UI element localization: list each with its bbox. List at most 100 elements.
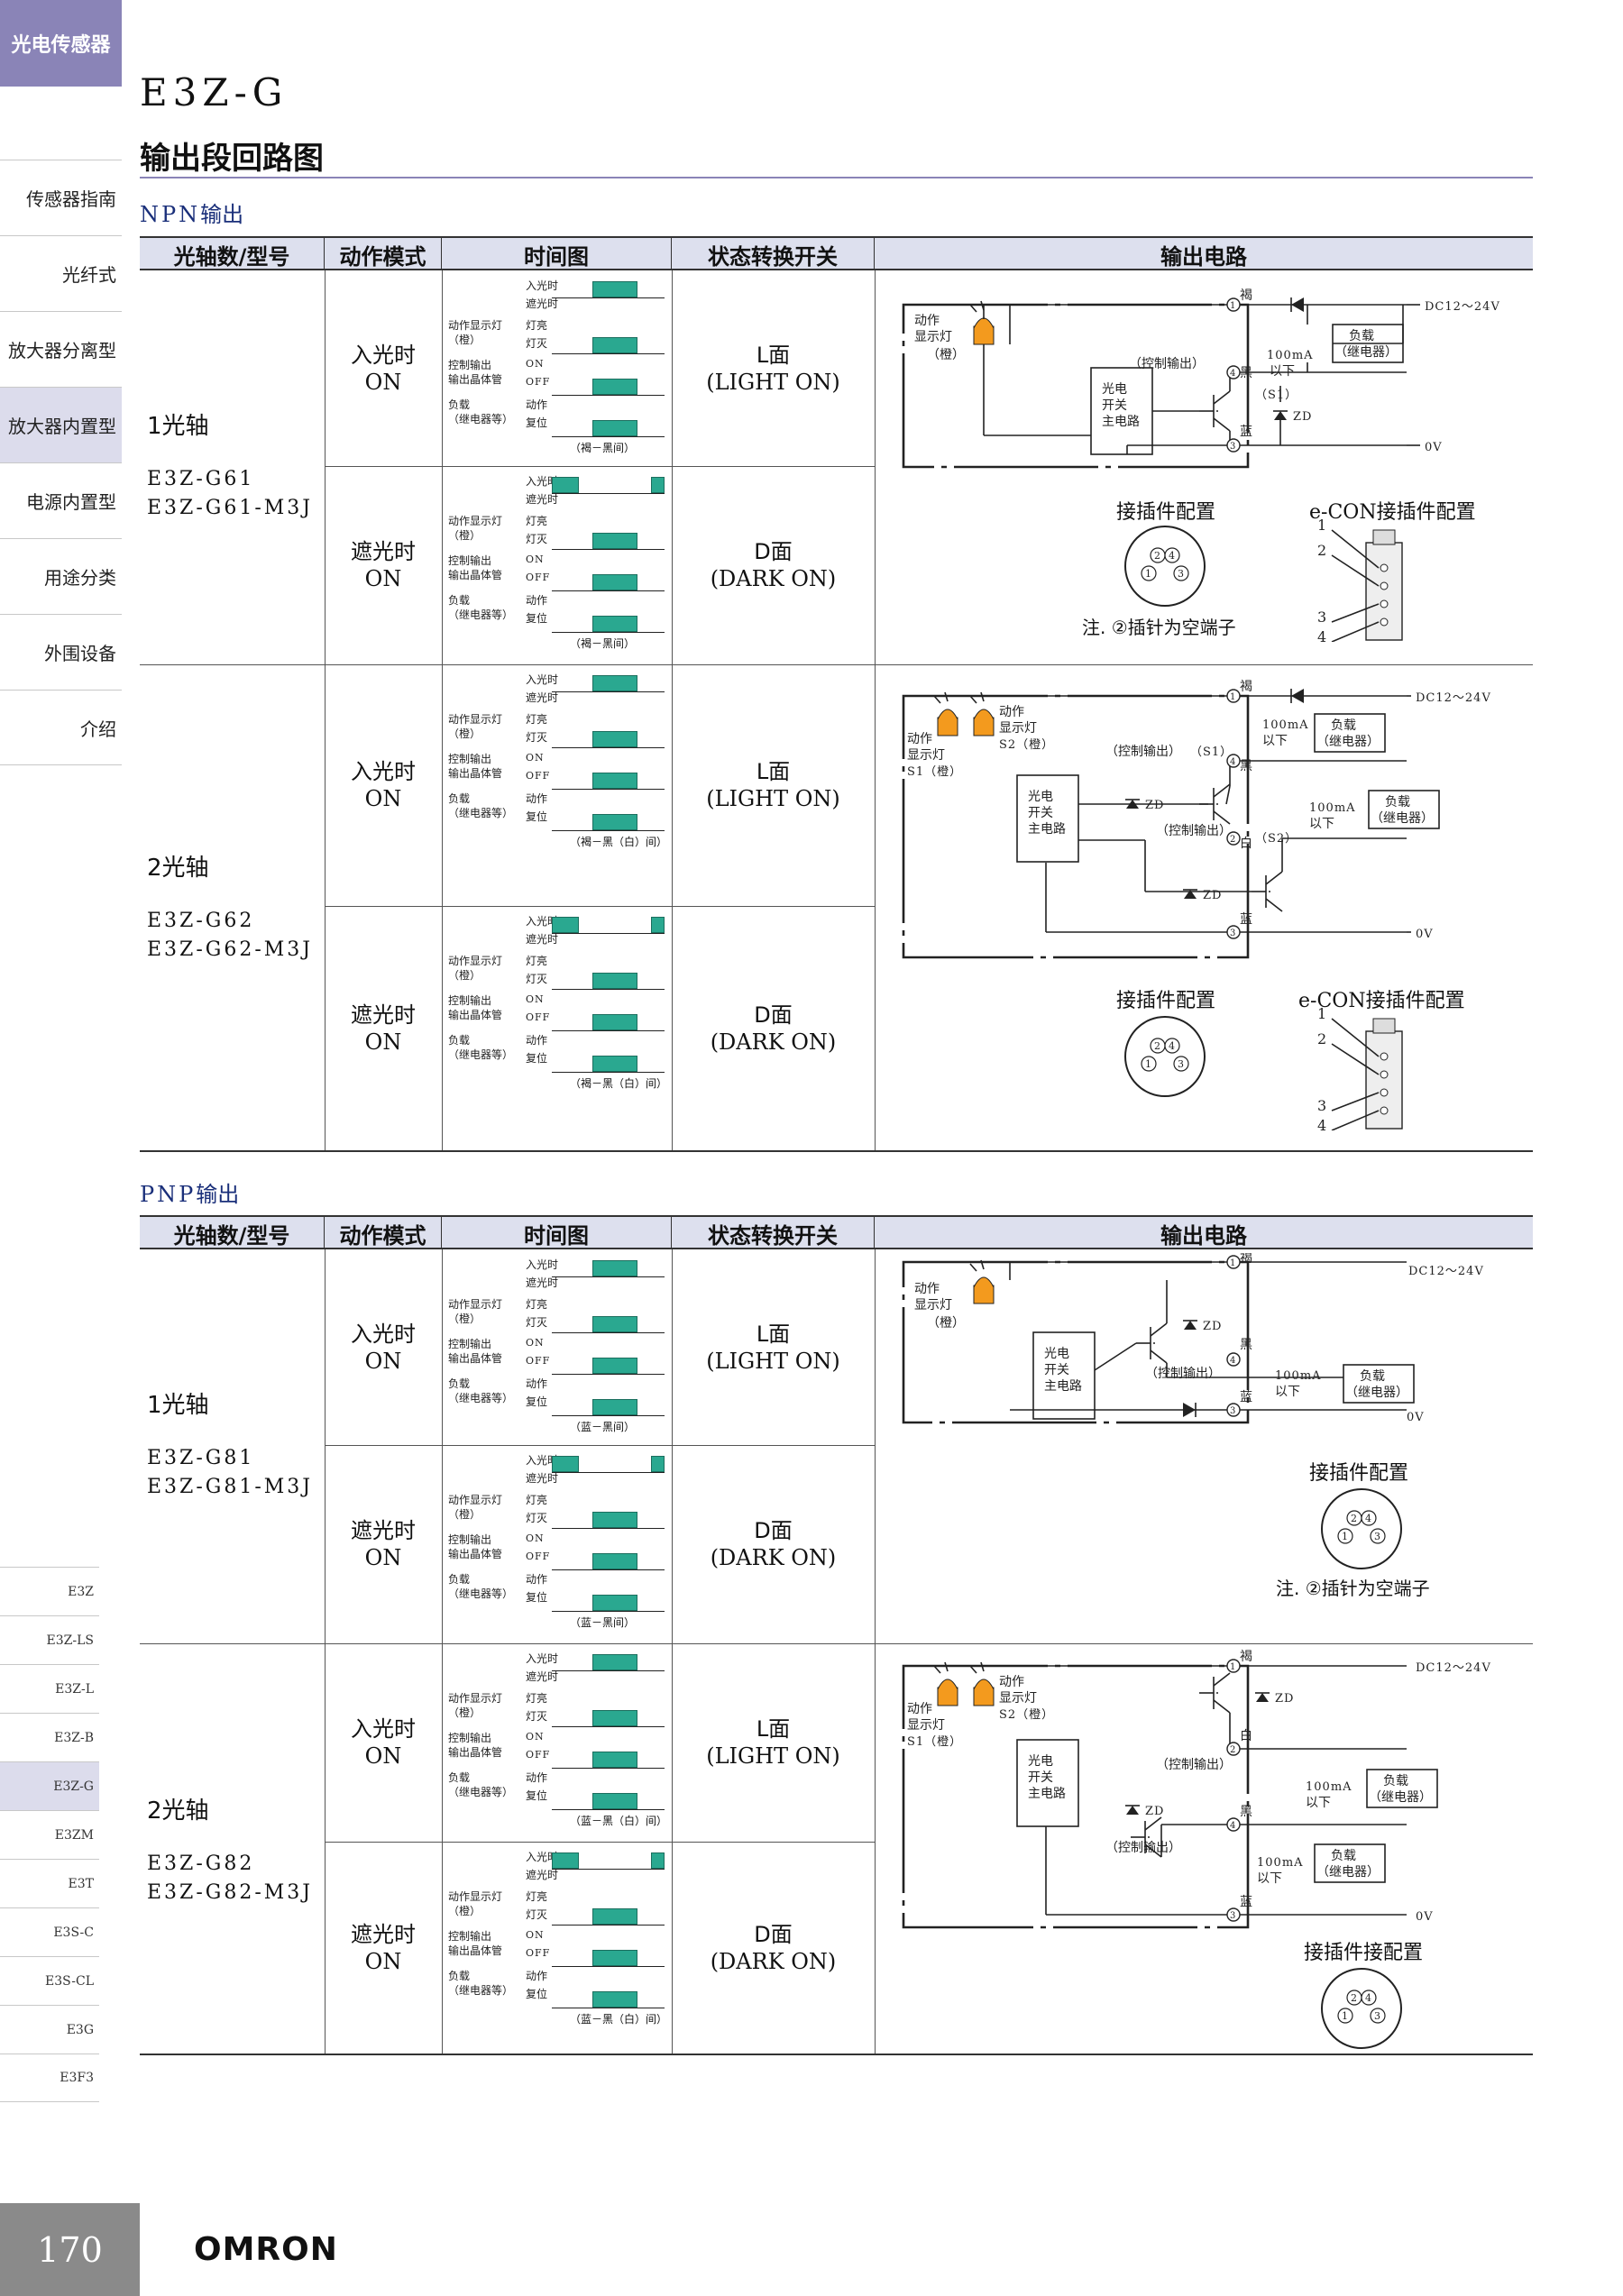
load-box [1366, 1769, 1438, 1808]
terminal [1226, 754, 1241, 768]
sidebar-item-intro[interactable]: 介绍 [0, 690, 122, 765]
timing-note: （蓝－黑（白）间） [570, 2013, 668, 2026]
timing-state-label: 复位 [526, 810, 548, 823]
timing-state-label: ON [526, 751, 545, 764]
timing-state-label: ON [526, 1730, 545, 1743]
timing-baseline [552, 1611, 665, 1612]
model-tab[interactable]: E3T [0, 1859, 99, 1907]
main-circuit-label: 开关 [1028, 1770, 1053, 1785]
indicator-lamp [937, 709, 958, 720]
timing-state-label: 复位 [526, 416, 548, 429]
timing-state-text: OFF [526, 1550, 551, 1562]
timing-pulse [592, 814, 637, 830]
timing-signal-label: （橙） [448, 1313, 481, 1325]
terminal-number: 4 [1230, 1356, 1236, 1366]
terminal [1226, 1255, 1241, 1269]
timing-state-label: 遮光时 [526, 297, 559, 310]
circuit-label: 显示灯 [914, 1298, 952, 1313]
switch-side: L面 [756, 1321, 791, 1347]
switch-side: D面 [754, 1921, 793, 1947]
connector-body [1321, 1488, 1402, 1569]
sidebar-item-guide[interactable]: 传感器指南 [0, 160, 122, 235]
zener-label: ZD [1203, 1320, 1222, 1333]
circuit-label: DC12～24V [1416, 1661, 1491, 1675]
column-header: 光轴数/型号 [140, 1217, 325, 1249]
timing-state-label: OFF [526, 1748, 550, 1761]
model-tab[interactable]: E3Z [0, 1567, 99, 1615]
terminal [1226, 1403, 1241, 1417]
model-tab[interactable]: E3ZM [0, 1810, 99, 1859]
model-tab[interactable]: E3S-CL [0, 1956, 99, 2005]
timing-signal-label: （继电器等） [448, 1984, 514, 1997]
connector-body [1124, 526, 1206, 607]
mode-label: 遮光时 [351, 1921, 416, 1947]
sidebar-item-fiber[interactable]: 光纤式 [0, 235, 122, 311]
sidebar-item-application[interactable]: 用途分类 [0, 538, 122, 614]
timing-pulse [651, 1456, 665, 1472]
sidebar-item-separate-amp[interactable]: 放大器分离型 [0, 311, 122, 387]
timing-state-label: 复位 [526, 612, 548, 625]
timing-signal-label: 负载 [448, 398, 471, 411]
circuit-line [969, 695, 977, 704]
load-label: 负载 [1360, 1369, 1385, 1384]
timing-state-label: 动作 [526, 1573, 548, 1586]
switch-side-en: (DARK ON) [710, 1545, 837, 1570]
circuit-line [1150, 1349, 1168, 1364]
model-tab[interactable]: E3Z-B [0, 1713, 99, 1761]
timing-state-text: ON [526, 1929, 545, 1941]
timing-signal-label: 控制输出 [448, 1338, 492, 1350]
timing-signal-label: 输出晶体管 [448, 1944, 503, 1957]
connector-pin-number: 3 [1178, 1058, 1185, 1070]
main-circuit-box [1032, 1331, 1096, 1420]
connector-title-latin: e-CON [1309, 501, 1377, 524]
sidebar-item-built-in-power[interactable]: 电源内置型 [0, 462, 122, 538]
column-header: 输出电路 [1160, 243, 1247, 270]
mode-on: ON [364, 1743, 402, 1769]
timing-baseline [552, 1809, 665, 1810]
connector-pin-number: 4 [1169, 1040, 1176, 1052]
circuit-label: 蓝 [1240, 912, 1252, 927]
model-tab[interactable]: E3Z-L [0, 1664, 99, 1713]
econ-pin [1380, 599, 1389, 608]
timing-state-label: 动作 [526, 1970, 548, 1982]
connector-pin [1141, 565, 1157, 581]
timing-signal-label: 负载 [448, 1034, 471, 1047]
circuit-label: S1（橙） [907, 765, 962, 779]
timing-pulse [592, 574, 637, 590]
main-circuit-label: 光电 [1102, 382, 1127, 397]
timing-signal-label: 动作显示灯 [448, 515, 503, 527]
timing-pulse [651, 917, 665, 933]
timing-signal-label: （橙） [448, 1508, 481, 1521]
timing-pulse [592, 616, 637, 632]
timing-state-label: OFF [526, 375, 550, 388]
timing-signal-label: 输出晶体管 [448, 569, 503, 581]
model-tab-active[interactable]: E3Z-G [0, 1761, 99, 1810]
circuit-line [933, 695, 941, 704]
timing-state-label: 遮光时 [526, 1276, 559, 1289]
timing-state-label: 灯灭 [526, 533, 548, 545]
connector-pin [1164, 1038, 1180, 1054]
load-box [1368, 790, 1440, 829]
timing-baseline [552, 747, 665, 748]
model-tab[interactable]: E3F3 [0, 2054, 99, 2102]
switch-side-en: (LIGHT ON) [706, 1348, 840, 1374]
sidebar-item-peripherals[interactable]: 外围设备 [0, 614, 122, 690]
circuit-line [969, 1665, 977, 1674]
timing-baseline [552, 1030, 665, 1031]
model-tab[interactable]: E3Z-LS [0, 1615, 99, 1664]
circuit-label: 100mA [1275, 1369, 1322, 1383]
connector-pin-number: 2 [1351, 1513, 1358, 1524]
circuit-line [933, 1665, 941, 1674]
model-tab[interactable]: E3G [0, 2005, 99, 2054]
model-number: E3Z-G81-M3J [147, 1476, 314, 1498]
zener-label: ZD [1293, 410, 1312, 424]
sidebar-item-built-in-amp[interactable]: 放大器内置型 [0, 387, 122, 462]
model-tab[interactable]: E3S-C [0, 1907, 99, 1956]
timing-baseline [552, 691, 665, 692]
econ-pin [1380, 1088, 1389, 1097]
